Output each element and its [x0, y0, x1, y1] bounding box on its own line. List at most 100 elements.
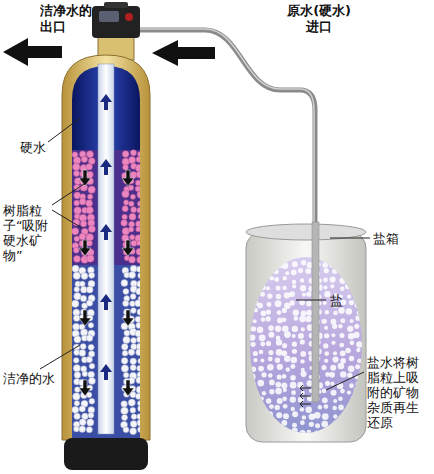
brine-hose	[138, 30, 315, 228]
salt-grain	[356, 296, 360, 300]
salt-grain	[283, 388, 287, 392]
salt-grain	[260, 397, 264, 401]
callout-label: 盐箱	[373, 231, 399, 246]
outlet-arrow	[3, 38, 62, 66]
salt-grain	[357, 286, 363, 292]
resin-bead	[128, 399, 135, 406]
salt-grain	[283, 276, 287, 280]
salt-grain	[291, 269, 297, 275]
salt-grain	[322, 413, 329, 420]
resin-bead	[86, 200, 93, 207]
resin-bead	[121, 407, 129, 415]
salt-grain	[356, 341, 363, 348]
salt-grain	[276, 339, 282, 345]
salt-grain	[251, 326, 256, 331]
resin-bead	[79, 233, 86, 240]
inlet-arrow	[152, 40, 215, 66]
salt-grain	[322, 262, 328, 268]
salt-grain	[292, 280, 296, 284]
salt-grain	[257, 380, 264, 387]
leader-line	[330, 238, 370, 239]
salt-grain	[292, 334, 296, 338]
salt-grain	[301, 260, 306, 265]
resin-bead	[130, 365, 136, 371]
salt-grain	[349, 356, 354, 361]
brine-flow-arrow	[300, 393, 311, 399]
flow-arrow	[122, 310, 134, 326]
salt-grain	[338, 396, 343, 401]
callout-label: 洁净的水	[3, 371, 55, 386]
salt-grain	[315, 423, 320, 428]
resin-bead	[86, 207, 93, 214]
resin-bead	[79, 406, 85, 412]
resin-bead	[71, 300, 78, 307]
salt-grain	[349, 383, 354, 388]
salt-grain	[306, 310, 312, 316]
resin-bead	[74, 293, 81, 300]
leader-line	[52, 210, 82, 228]
salt-grain	[355, 267, 362, 274]
salt-grain	[331, 319, 337, 325]
salt-grain	[260, 407, 265, 412]
salt-grain	[274, 405, 279, 410]
resin-bead	[74, 286, 80, 292]
salt-grain	[347, 326, 353, 332]
resin-bead	[88, 322, 94, 328]
resin-bead	[86, 335, 93, 342]
salt-grain	[356, 348, 360, 352]
resin-bead	[130, 235, 135, 240]
salt-grain	[249, 275, 255, 281]
resin-bead	[130, 294, 136, 300]
resin-bead	[122, 350, 128, 356]
salt-grain	[356, 428, 362, 434]
resin-bead	[79, 350, 86, 357]
resin-bead	[136, 349, 143, 356]
resin-bead	[131, 337, 137, 343]
salt-grain	[269, 261, 274, 266]
salt-grain	[345, 348, 351, 354]
resin-bead	[121, 279, 128, 286]
salt-grain	[291, 407, 295, 411]
resin-bead	[128, 349, 135, 356]
brine-hose-highlight	[138, 29, 314, 228]
salt-grain	[275, 358, 280, 363]
salt-grain	[282, 263, 289, 270]
salt-grain	[346, 414, 351, 419]
resin-bead	[136, 386, 143, 393]
resin-bead	[136, 157, 142, 163]
salt-grain	[299, 316, 306, 323]
salt-grain	[314, 430, 320, 436]
salt-grain	[331, 390, 337, 396]
resin-bead	[131, 414, 137, 420]
salt-grain	[345, 268, 351, 274]
resin-bead	[80, 343, 86, 349]
resin-bead	[136, 322, 142, 328]
resin-bead	[137, 336, 143, 342]
valve-display	[99, 11, 119, 22]
resin-bead	[74, 413, 81, 420]
salt-grain	[339, 343, 344, 348]
resin-bead	[135, 393, 141, 399]
salt-grain	[253, 294, 259, 300]
leader-line	[48, 118, 80, 142]
resin-bead	[81, 273, 88, 280]
salt-grain	[267, 302, 272, 307]
resin-bead	[123, 336, 130, 343]
resin-bead	[74, 200, 80, 206]
resin-bead	[122, 190, 129, 197]
resin-bead	[136, 288, 143, 295]
salt-grain	[340, 350, 346, 356]
salt-grain	[252, 406, 258, 412]
salt-grain	[298, 333, 304, 339]
salt-grain	[267, 411, 274, 418]
resin-tank-shell	[62, 55, 150, 440]
salt-grain	[275, 382, 281, 388]
brine-flow-arrow	[300, 385, 311, 391]
salt-grain	[267, 364, 274, 371]
center-tube	[98, 64, 114, 434]
salt-grain	[269, 389, 274, 394]
salt-grain	[329, 372, 335, 378]
salt-grain	[354, 387, 360, 393]
resin-bead	[135, 316, 141, 322]
salt-grain	[306, 430, 311, 435]
